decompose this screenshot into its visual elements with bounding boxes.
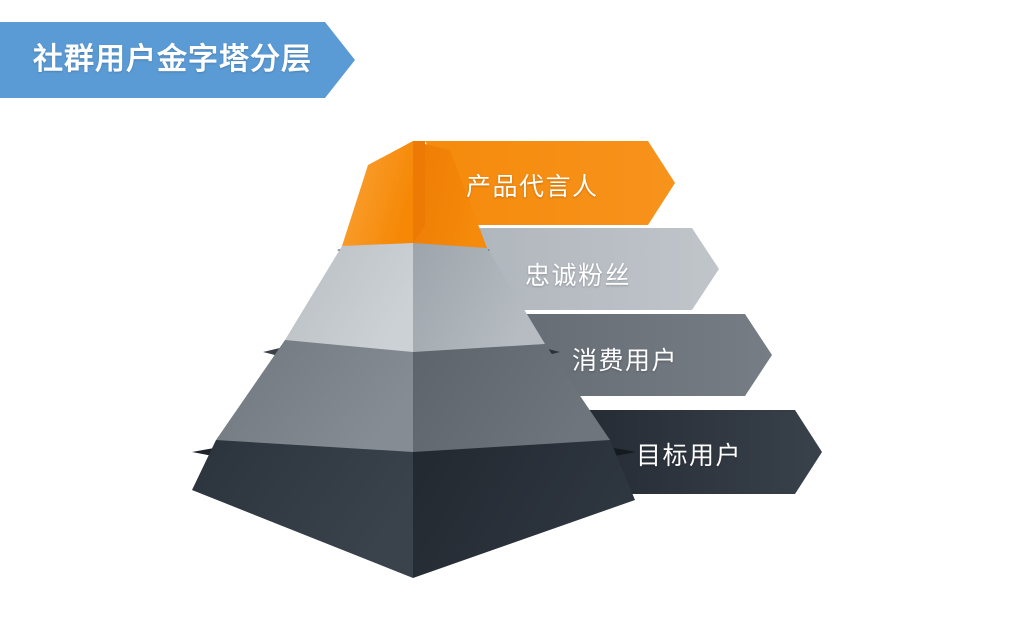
title-banner [0, 22, 355, 98]
pyramid-tier-4[interactable] [192, 412, 636, 578]
pyramid-tier-1[interactable] [342, 141, 487, 248]
tier-bar-3[interactable] [520, 314, 772, 396]
tier-bar-4[interactable] [575, 410, 822, 494]
tier-bar-2[interactable] [470, 228, 719, 310]
tier-bar-1[interactable] [425, 141, 675, 225]
